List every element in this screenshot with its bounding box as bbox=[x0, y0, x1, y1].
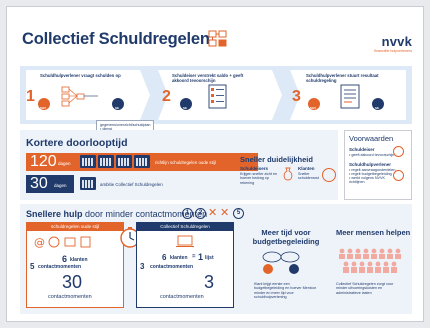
row-30-label: ambitie Collectief Schuldregelen bbox=[100, 182, 163, 187]
role-se-3: SE bbox=[375, 106, 380, 110]
budget-text: Klant krijgt eerste een budgetbegeleidin… bbox=[254, 282, 317, 300]
voorwaarden-s2-item: • werkt volgens NVVK richtlijnen bbox=[349, 176, 385, 185]
row-30-value: 30 bbox=[30, 175, 48, 192]
badge-2: 2 bbox=[195, 208, 206, 219]
crowd-icon bbox=[336, 246, 402, 276]
step-2-label: Schuldeiser verstrekt saldo + geeft akko… bbox=[172, 73, 244, 83]
collectief-lijst-label: lijst bbox=[205, 255, 214, 261]
collectief-total-value: 3 bbox=[204, 272, 215, 292]
badge-5: 5 bbox=[233, 208, 244, 219]
oude-stijl-left-label: contactmomenten bbox=[38, 264, 82, 270]
role-shv: SHV bbox=[40, 106, 47, 110]
conversation-icon bbox=[260, 250, 304, 276]
mensen-text: Collectief Schuldregelen zorgt voor mind… bbox=[336, 282, 394, 295]
cross-icon: ✕ bbox=[220, 207, 230, 219]
step-1-number: 1 bbox=[26, 88, 35, 105]
klanten-title: Klanten bbox=[298, 166, 315, 171]
hulp-heading-rest: door minder contactmomenten bbox=[85, 209, 208, 219]
calendar-icon bbox=[116, 155, 132, 168]
brand-logo: nvvk bbox=[381, 34, 412, 49]
role-se-2: SE bbox=[183, 106, 188, 110]
schuldeisers-title: Schuldeisers bbox=[240, 166, 269, 171]
voorwaarden-s2-item: • regelt aanvraagonderdelen bbox=[349, 168, 396, 172]
collectief-equals: = bbox=[192, 254, 196, 260]
money-bag-icon bbox=[282, 167, 294, 181]
calendar-icon bbox=[98, 155, 114, 168]
laptop-icon bbox=[176, 235, 194, 248]
note-line-2: • dienst bbox=[97, 127, 153, 131]
klanten-text: Sneller schuldenrust bbox=[298, 172, 319, 181]
voorwaarden-s2-item: • regelt budgetbegeleiding bbox=[349, 172, 392, 176]
oude-stijl-icons: @ bbox=[34, 235, 94, 249]
step-1-label: Schuldhulpverlener vraagt schulden op bbox=[40, 73, 121, 78]
oude-stijl-total-label: contactmomenten bbox=[48, 294, 92, 300]
mensen-heading: Meer mensen helpen bbox=[336, 228, 411, 237]
oude-stijl-left-value: 5 bbox=[30, 262, 35, 271]
svg-text:@: @ bbox=[34, 236, 45, 249]
row-120-label: richtlijn schuldregelen oude stijl bbox=[155, 160, 216, 165]
collectief-klanten-value: 6 bbox=[162, 253, 167, 262]
budget-heading: Meer tijd voor budgetbegeleiding bbox=[252, 228, 320, 246]
role-se: SE bbox=[115, 106, 120, 110]
voorwaarden-heading: Voorwaarden bbox=[349, 134, 394, 143]
doorlooptijd-heading: Kortere doorlooptijd bbox=[26, 137, 128, 149]
row-30-bar bbox=[26, 175, 74, 193]
voorwaarden-s2-title: Schuldhulpverlener bbox=[349, 162, 392, 167]
puzzle-icon bbox=[208, 30, 228, 48]
oude-stijl-total-value: 30 bbox=[62, 272, 83, 292]
oude-stijl-klanten-label: klanten bbox=[70, 257, 88, 263]
row-30-unit: dagen bbox=[54, 183, 67, 188]
cross-icon: ✕ bbox=[208, 207, 218, 219]
collectief-left-value: 3 bbox=[140, 262, 145, 271]
note-line-1: gegevens/overzicht/schuldplan bbox=[100, 123, 151, 127]
hulp-heading: Snellere hulp door minder contactmomente… bbox=[26, 209, 207, 219]
step-2-number: 2 bbox=[162, 88, 171, 105]
row-120-value: 120 bbox=[30, 153, 57, 170]
check-icon bbox=[393, 170, 404, 181]
smiley-icon bbox=[322, 168, 336, 182]
person-shv-3-icon bbox=[308, 98, 320, 110]
calendar-icon bbox=[134, 155, 150, 168]
calendar-icon bbox=[80, 155, 96, 168]
person-se-icon bbox=[112, 98, 124, 110]
collectief-total-label: contactmomenten bbox=[160, 294, 204, 300]
check-icon bbox=[393, 146, 404, 157]
collectief-klanten-label: klanten bbox=[170, 255, 188, 261]
role-shv-3: SHV bbox=[310, 106, 317, 110]
badge-1: 1 bbox=[182, 208, 193, 219]
person-se-3-icon bbox=[372, 98, 384, 110]
step-3-label: Schuldhulpverlener stuurt resultaat schu… bbox=[306, 73, 379, 83]
oude-stijl-card bbox=[26, 222, 124, 308]
person-shv-icon bbox=[38, 98, 50, 110]
oude-stijl-title: schuldregelen oude stijl bbox=[26, 222, 124, 231]
flow-diagram-icon bbox=[56, 84, 108, 108]
person-se-2-icon bbox=[180, 98, 192, 110]
voorwaarden-panel bbox=[344, 130, 412, 200]
brand-tagline: financiële hulpverleners bbox=[374, 49, 412, 53]
collectief-title: Collectief Schuldregelen bbox=[136, 222, 234, 231]
document-icon bbox=[340, 84, 362, 110]
row-120-unit: dagen bbox=[58, 161, 71, 166]
voorwaarden-s1-title: Schuldeiser bbox=[349, 147, 375, 152]
hulp-heading-bold: Snellere hulp bbox=[26, 209, 83, 219]
calendar-icon bbox=[80, 177, 96, 190]
oude-stijl-klanten-value: 6 bbox=[62, 254, 68, 264]
page-title: Collectief Schuldregelen bbox=[22, 30, 210, 48]
collectief-lijst-value: 1 bbox=[198, 252, 204, 262]
voorwaarden-s1-item: • geeft akkoord tevoorschijn bbox=[349, 153, 395, 157]
duidelijkheid-heading: Sneller duidelijkheid bbox=[240, 155, 313, 164]
checklist-icon bbox=[208, 84, 228, 110]
step-3-number: 3 bbox=[292, 88, 301, 105]
collectief-left-label: contactmomenten bbox=[150, 264, 194, 270]
schuldeisers-text: Krijgen sneller zicht en hoever bedrag o… bbox=[240, 172, 278, 185]
